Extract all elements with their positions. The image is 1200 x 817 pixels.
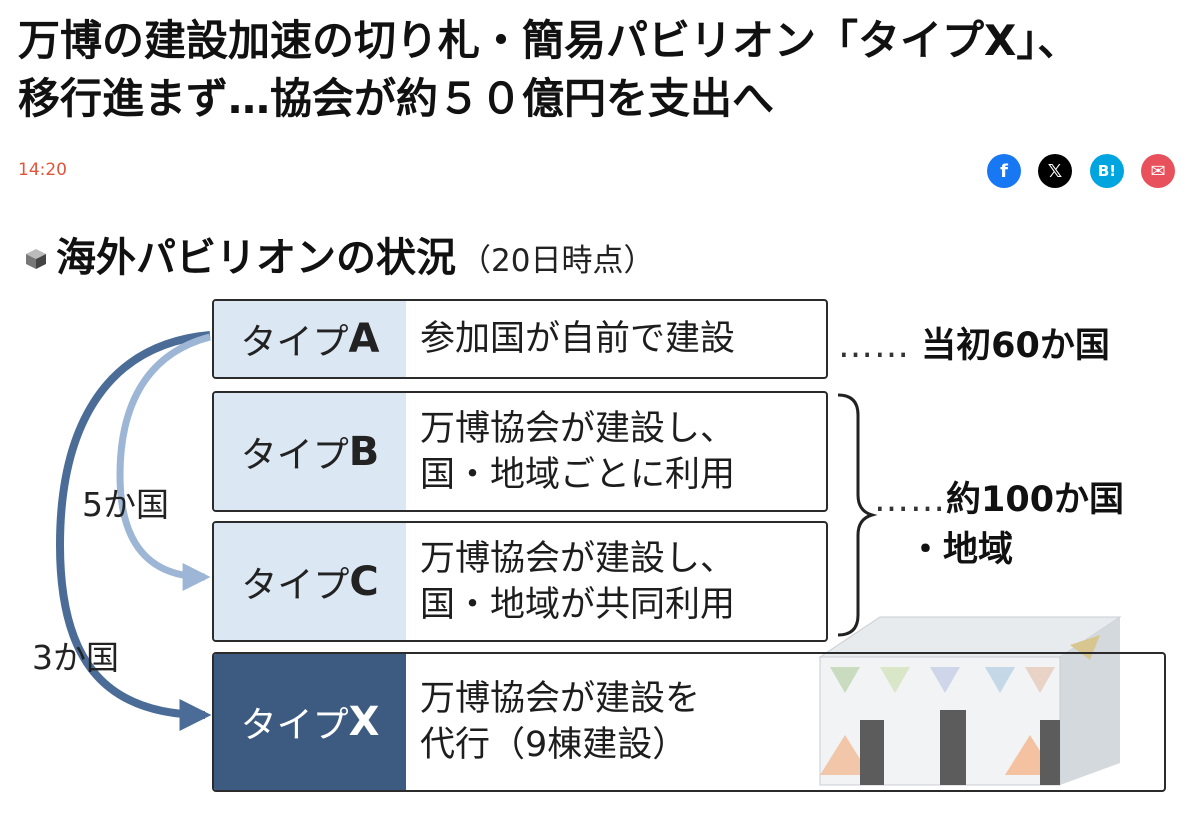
approx-count-line-2: ・地域 (908, 530, 1014, 570)
type-c-description: 万博協会が建設し、 国・地域が共同利用 (420, 523, 818, 640)
type-x-description: 万博協会が建設を 代行（9棟建設） (420, 654, 804, 790)
cube-icon (26, 249, 46, 269)
arrow-to-type-c (116, 333, 211, 591)
infographic-title: 海外パビリオンの状況 （20日時点） (24, 225, 654, 283)
type-b-desc-line-2: 国・地域ごとに利用 (420, 454, 736, 495)
hatena-bookmark-icon: B! (1097, 162, 1117, 180)
initial-count-dots: …… (838, 326, 910, 366)
arrow-to-type-x (55, 331, 212, 731)
initial-count-text: 当初60か国 (921, 326, 1110, 366)
type-c-letter: C (349, 558, 379, 605)
headline-line-2: 移行進まず…協会が約５０億円を支出へ (18, 74, 775, 123)
infographic-date: （20日時点） (460, 243, 655, 279)
type-a-prefix: タイプ (240, 322, 349, 363)
pavilion-status-infographic: 海外パビリオンの状況 （20日時点） (0, 215, 1200, 815)
type-a-letter: A (348, 316, 380, 362)
hatena-bookmark-button[interactable]: B! (1090, 154, 1124, 188)
type-x-letter: X (348, 699, 380, 745)
type-c-desc-line-2: 国・地域が共同利用 (420, 584, 736, 625)
mail-icon: ✉ (1150, 160, 1166, 182)
type-b-letter: B (348, 428, 380, 475)
pavilion-building-illustration (818, 616, 1122, 786)
type-b-prefix: タイプ (240, 434, 349, 476)
approx-count-dots: …… (874, 480, 946, 520)
type-b-description: 万博協会が建設し、 国・地域ごとに利用 (420, 393, 818, 510)
facebook-icon: f (1000, 160, 1008, 182)
x-icon: 𝕏 (1047, 160, 1063, 182)
initial-count-note: …… 当初60か国 (838, 317, 1110, 368)
type-c-prefix: タイプ (241, 564, 350, 606)
approx-count-note: ……約100か国 ・地域 (874, 475, 1124, 575)
article-headline: 万博の建設加速の切り札・簡易パビリオン「タイプX」、 移行進まず…協会が約５０億… (18, 12, 1188, 128)
infographic-title-text: 海外パビリオンの状況 (56, 235, 456, 281)
type-x-prefix: タイプ (240, 705, 349, 746)
headline-line-1: 万博の建設加速の切り札・簡易パビリオン「タイプX」、 (18, 16, 1080, 65)
type-b-desc-line-1: 万博協会が建設し、 (420, 408, 736, 449)
x-share-button[interactable]: 𝕏 (1038, 154, 1072, 188)
type-x-desc-line-1: 万博協会が建設を (420, 679, 701, 719)
flow-arrows (55, 331, 1122, 786)
approx-count-line-1: 約100か国 (946, 480, 1125, 520)
type-a-description: 参加国が自前で建設 (420, 301, 818, 377)
flow-label-five-countries: 5か国 (82, 485, 169, 524)
article-timestamp: 14:20 (18, 160, 67, 180)
type-a-desc-line-1: 参加国が自前で建設 (420, 319, 736, 359)
flow-label-three-countries: 3か国 (32, 638, 119, 677)
mail-share-button[interactable]: ✉ (1141, 154, 1175, 188)
type-c-desc-line-1: 万博協会が建設し、 (420, 538, 736, 579)
facebook-share-button[interactable]: f (987, 154, 1021, 188)
bracket-bc (837, 393, 878, 637)
type-x-desc-line-2: 代行（9棟建設） (420, 725, 688, 765)
